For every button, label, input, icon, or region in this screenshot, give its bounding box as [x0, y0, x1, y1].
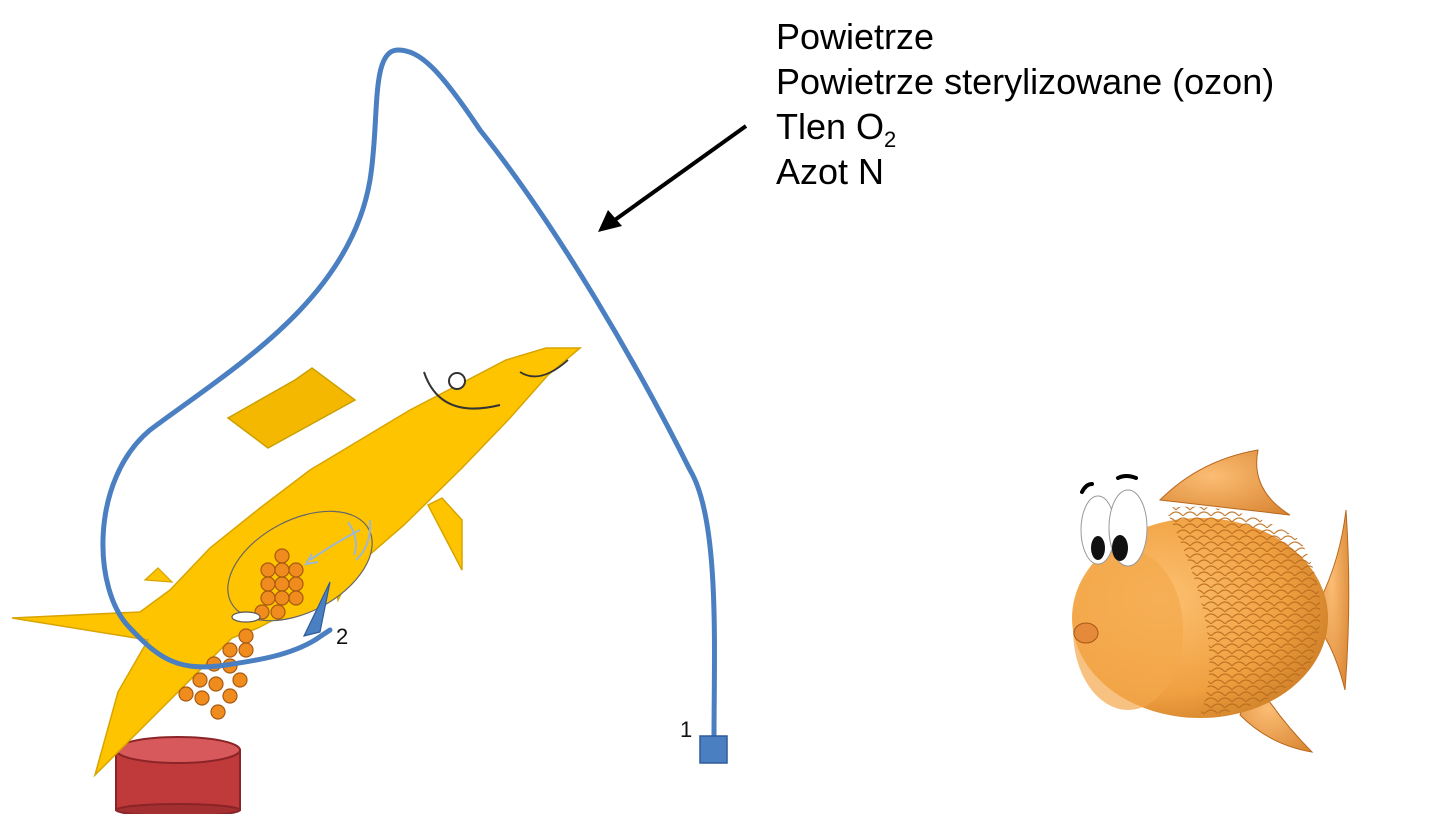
falling-eggs — [178, 628, 254, 720]
dorsal-fin — [226, 367, 357, 449]
yellow-fish — [11, 347, 583, 778]
gill-line — [423, 371, 501, 410]
air-tube — [100, 47, 717, 741]
cartoon-lips — [1073, 622, 1099, 644]
pelvic-fin — [426, 497, 463, 571]
bucket — [115, 736, 241, 814]
marker-2: 2 — [336, 624, 348, 649]
cartoon-tail — [1319, 509, 1350, 691]
gas-list: Powietrze Powietrze sterylizowane (ozon)… — [776, 14, 1274, 194]
cartoon-scales — [1165, 506, 1321, 715]
cartoon-eyebrow-left — [1080, 482, 1094, 494]
gas-oxygen-label: Tlen O — [776, 106, 885, 147]
gas-oxygen: Tlen O2 — [776, 104, 1274, 152]
fish-eye — [448, 372, 466, 390]
cartoon-fish — [1072, 449, 1350, 753]
inner-arrows — [304, 519, 372, 566]
vent-opening — [231, 611, 261, 623]
cartoon-eyebrow-right — [1116, 474, 1138, 480]
marker-1: 1 — [680, 717, 692, 742]
gas-oxygen-subscript: 2 — [884, 127, 897, 152]
outlet-needle — [302, 581, 331, 637]
gas-air: Powietrze — [776, 16, 935, 57]
cartoon-top-fin — [1158, 449, 1291, 516]
back-fin-spike — [143, 567, 174, 583]
fish-mouth — [519, 359, 569, 378]
gas-arrow — [598, 124, 748, 232]
gas-nitrogen: Azot N — [776, 151, 885, 192]
inlet-box — [699, 735, 728, 764]
gas-sterilized-air: Powietrze sterylizowane (ozon) — [776, 61, 1275, 102]
